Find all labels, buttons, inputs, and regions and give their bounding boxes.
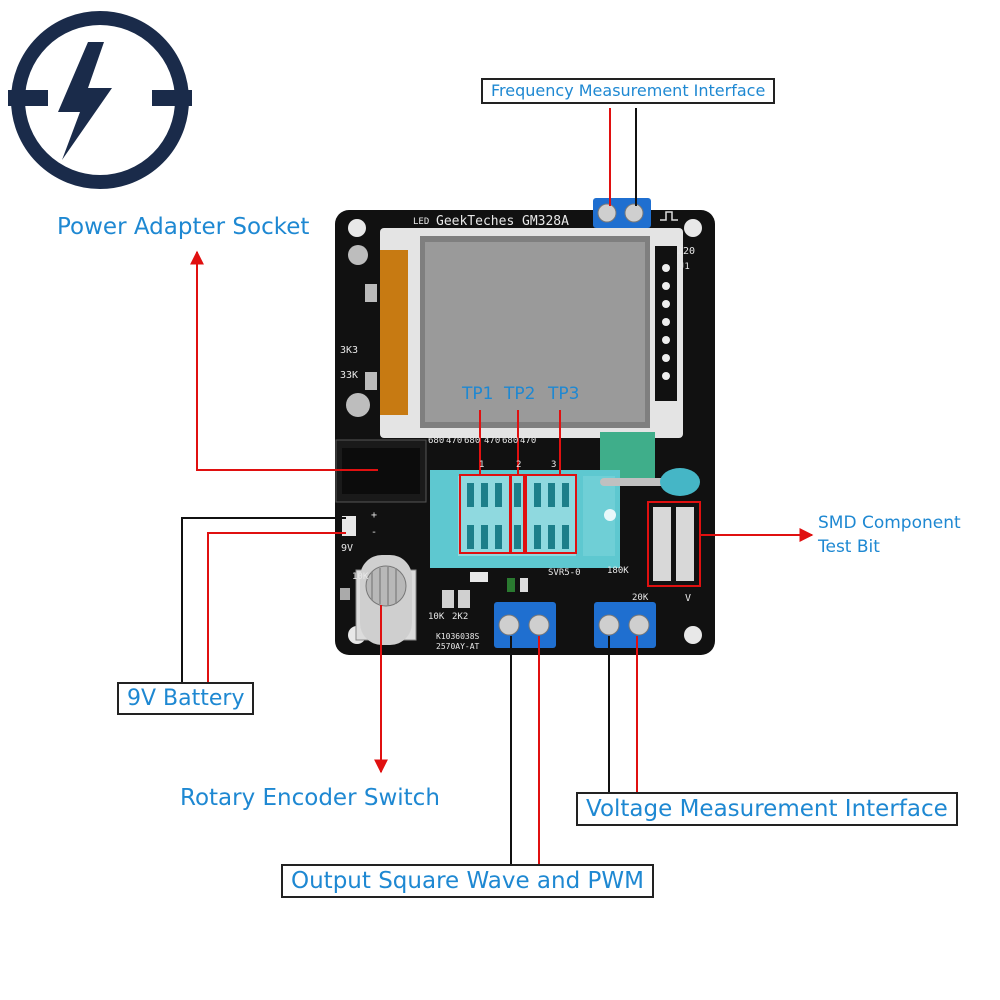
r10k-silk: 10K xyxy=(352,572,369,582)
power-adapter-label: Power Adapter Socket xyxy=(57,214,310,240)
tp2-label: TP2 xyxy=(504,384,536,404)
led-silk: LED xyxy=(413,217,430,227)
r10k2-silk: 10K xyxy=(428,612,445,622)
square-leader xyxy=(510,636,540,864)
minus-silk: - xyxy=(371,527,378,538)
r3k3-silk: 3K3 xyxy=(340,345,359,356)
voltage-terminal xyxy=(594,602,656,648)
r680c-silk: 680 xyxy=(502,436,519,446)
pin2-silk: 2 xyxy=(516,460,522,470)
pin3-silk: 3 xyxy=(551,460,557,470)
battery-leader xyxy=(181,517,346,682)
plus-silk: + xyxy=(371,510,378,521)
tp3-label: TP3 xyxy=(548,384,580,404)
r470a-silk: 470 xyxy=(446,436,463,446)
chip-silk: K1036038S xyxy=(436,632,480,641)
lcd-screen xyxy=(380,228,683,480)
square-wave-label: Output Square Wave and PWM xyxy=(281,864,654,899)
smd-label-line2: Test Bit xyxy=(818,537,880,557)
pin1-silk: 1 xyxy=(479,460,485,470)
tp1-label: TP1 xyxy=(462,384,494,404)
r33k-silk: 33K xyxy=(340,370,359,381)
brand-silk: GeekTeches xyxy=(436,214,515,229)
r180k-silk: 180K xyxy=(607,566,629,576)
power-jack xyxy=(335,439,427,503)
tp-leaders xyxy=(479,410,561,475)
encoder-label: Rotary Encoder Switch xyxy=(180,785,440,811)
r470b-silk: 470 xyxy=(484,436,501,446)
model-silk: GM328A xyxy=(522,214,569,229)
rotary-encoder xyxy=(355,555,417,645)
test-point-boxes xyxy=(459,474,577,554)
smd-label-line1: SMD Component xyxy=(818,513,961,533)
frequency-label: Frequency Measurement Interface xyxy=(481,78,776,105)
chip2-silk: 2570AY-AT xyxy=(436,642,480,651)
output-terminal xyxy=(494,602,556,648)
r2k2-silk: 2K2 xyxy=(452,612,469,622)
board-components xyxy=(340,516,528,608)
voltage-label: Voltage Measurement Interface xyxy=(576,792,958,827)
r680a-silk: 680 xyxy=(428,436,445,446)
r20k-silk: 20K xyxy=(632,593,649,603)
j1-silk: J1 xyxy=(679,262,690,272)
power-leader xyxy=(190,250,378,471)
frequency-leader xyxy=(609,108,637,206)
mounting-screws xyxy=(346,245,377,417)
r220-silk: 220 xyxy=(677,246,696,257)
voltage-leader xyxy=(608,636,638,793)
svr-silk: SVR5-0 xyxy=(548,568,581,578)
v9-silk: 9V xyxy=(341,543,354,554)
battery-label: 9V Battery xyxy=(117,682,255,716)
v-silk: V xyxy=(685,593,692,604)
brand-logo xyxy=(8,11,192,189)
r680b-silk: 680 xyxy=(464,436,481,446)
smd-test-pad xyxy=(647,501,701,587)
frequency-terminal xyxy=(593,198,678,228)
lightning-bolt-icon xyxy=(58,42,112,160)
r470c-silk: 470 xyxy=(520,436,537,446)
